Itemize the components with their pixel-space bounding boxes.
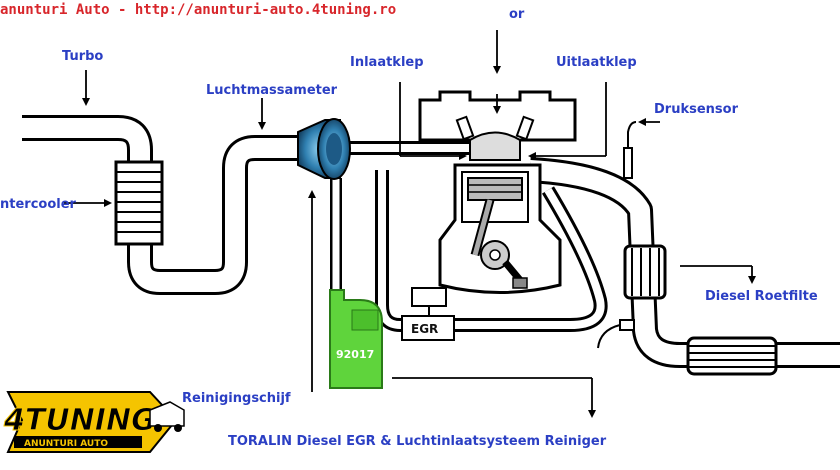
intake-pipe	[22, 115, 312, 295]
bottle-code: 92017	[336, 348, 374, 361]
watermark: anunturi Auto - http://anunturi-auto.4tu…	[0, 2, 396, 18]
exhaust-sensor	[597, 319, 635, 349]
label-injector: or	[509, 7, 525, 22]
cleaner-bottle	[329, 289, 383, 389]
label-inlaatklep: Inlaatklep	[350, 55, 424, 70]
logo-tagline: ANUNTURI AUTO	[24, 439, 108, 449]
logo-brand: 4TUNING	[3, 403, 156, 438]
muffler	[686, 336, 778, 376]
4tuning-logo: 4TUNING ANUNTURI AUTO	[3, 391, 185, 453]
egr-valve	[401, 287, 455, 341]
label-luchtmassameter: Luchtmassameter	[206, 83, 338, 98]
label-reinigingschijf: Reinigingschijf	[182, 391, 291, 406]
label-turbo: Turbo	[62, 49, 103, 64]
engine-block	[438, 163, 562, 294]
intercooler-core	[114, 160, 164, 246]
label-uitlaatklep: Uitlaatklep	[556, 55, 637, 70]
engine-head	[418, 90, 577, 161]
label-egr: EGR	[411, 322, 438, 336]
egr-loop	[375, 170, 608, 332]
label-intercooler: ntercooler	[0, 197, 77, 212]
diesel-particulate-filter	[623, 244, 667, 300]
pressure-sensor	[623, 121, 637, 179]
label-druksensor: Druksensor	[654, 102, 739, 117]
label-arrows	[64, 30, 756, 418]
label-diesel-roetfilter: Diesel Roetfilte	[705, 289, 818, 304]
air-mass-meter	[297, 118, 351, 180]
caption: TORALIN Diesel EGR & Luchtinlaatsysteem …	[228, 434, 607, 449]
exhaust-pipe	[529, 157, 840, 368]
